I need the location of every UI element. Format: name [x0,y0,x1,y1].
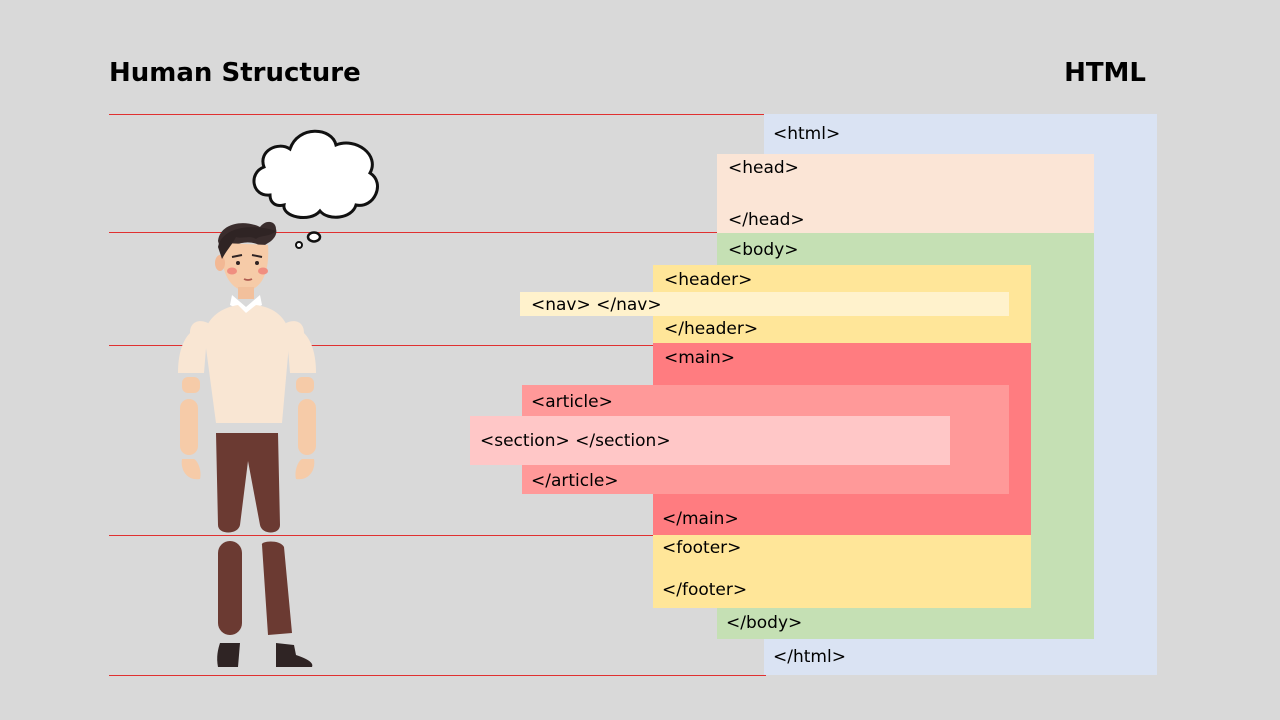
nav-box [520,292,1009,316]
human-figure-illustration [178,129,379,667]
thought-bubble-icon [252,129,379,249]
tag-article-open: <article> [531,392,613,412]
tag-head-close: </head> [728,210,805,230]
divider-line-header [109,345,653,346]
tag-header-close: </header> [664,319,759,339]
divider-line-head [109,232,717,233]
tag-head-open: <head> [728,158,799,178]
tag-header-open: <header> [664,270,753,290]
tag-body-open: <body> [728,240,799,260]
tag-article-close: </article> [531,471,619,491]
tag-body-close: </body> [726,613,803,633]
human-structure-title: Human Structure [109,58,361,88]
tag-nav: <nav> </nav> [531,295,662,315]
footer-box [653,535,1031,608]
tag-footer-close: </footer> [662,580,748,600]
divider-line-bottom [109,675,766,676]
tag-main-open: <main> [664,348,735,368]
divider-line-top [109,114,764,115]
tag-main-close: </main> [662,509,739,529]
divider-line-main [109,535,653,536]
html-title: HTML [1064,58,1146,88]
head-box [717,154,1094,233]
tag-html-close: </html> [773,647,846,667]
tag-html-open: <html> [773,124,841,144]
tag-section: <section> </section> [480,431,671,451]
section-box [470,416,950,465]
tag-footer-open: <footer> [662,538,742,558]
